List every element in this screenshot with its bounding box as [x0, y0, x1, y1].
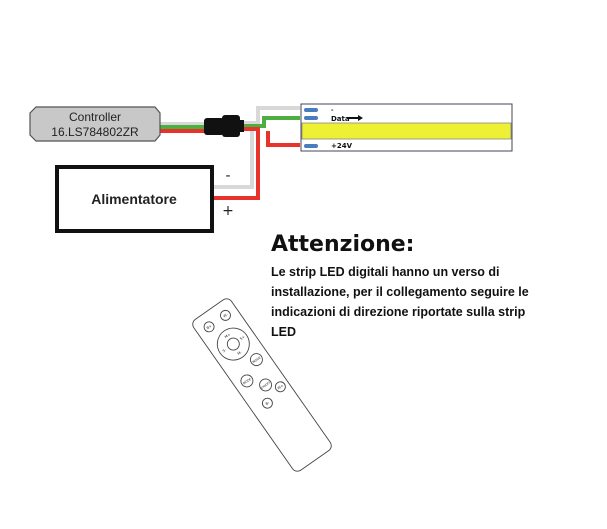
remote-dial: [216, 327, 250, 361]
remote-label: W+: [277, 384, 285, 391]
remote-label: M+: [224, 332, 231, 339]
led-strip: - Data +24V: [300, 103, 513, 152]
remote-label: B-: [265, 400, 271, 406]
remote-label: S-: [222, 348, 228, 354]
power-icon: [226, 337, 240, 351]
strip-24v-label: +24V: [331, 142, 353, 150]
remote-label: MODE: [252, 356, 262, 365]
remote-label: B+: [206, 324, 213, 330]
remote-label: M-: [237, 350, 243, 356]
notice-text: Le strip LED digitali hanno un verso di …: [271, 262, 591, 342]
notice-title: Attenzione:: [271, 232, 415, 257]
remote-button: [261, 397, 273, 409]
remote-button: [240, 374, 254, 388]
remote-button: [203, 321, 215, 333]
notice-line: indicazioni di direzione riportate sulla…: [271, 305, 526, 319]
notice-line: installazione, per il collegamento segui…: [271, 285, 529, 299]
remote-button: [274, 381, 286, 393]
strip-data-label: Data: [331, 115, 350, 123]
wire-gray-psu: [214, 125, 254, 189]
wire-red-psu: [214, 127, 260, 200]
notice-line: LED: [271, 325, 296, 339]
controller-label: Controller: [69, 110, 121, 124]
wire-green-out: [240, 116, 300, 128]
remote-label: ON/OFF: [260, 380, 271, 390]
remote-button: [259, 378, 273, 392]
wire-gray-out: [240, 106, 300, 125]
wire-red-strip: [266, 131, 300, 147]
wires: [160, 106, 300, 200]
minus-label: -: [225, 168, 230, 184]
remote-label: W-: [223, 312, 230, 318]
power-supply: Alimentatore - +: [55, 165, 234, 233]
controller: Controller 16.LS784802ZR: [29, 106, 161, 142]
remote-label: S+: [239, 335, 246, 341]
remote-label: MODE: [242, 377, 252, 386]
plus-label: +: [222, 203, 234, 219]
controller-model: 16.LS784802ZR: [51, 125, 139, 139]
remote-control: B+ W- M+ M- S+ S- MODE MODE ON/OFF W+ B-: [192, 298, 332, 472]
power-supply-label: Alimentatore: [91, 191, 177, 207]
remote-button: [220, 309, 231, 321]
strip-minus-label: -: [331, 107, 334, 114]
notice-line: Le strip LED digitali hanno un verso di: [271, 265, 500, 279]
remote-button: [249, 353, 263, 367]
data-arrow-icon: [347, 115, 363, 121]
connector: [204, 115, 244, 137]
